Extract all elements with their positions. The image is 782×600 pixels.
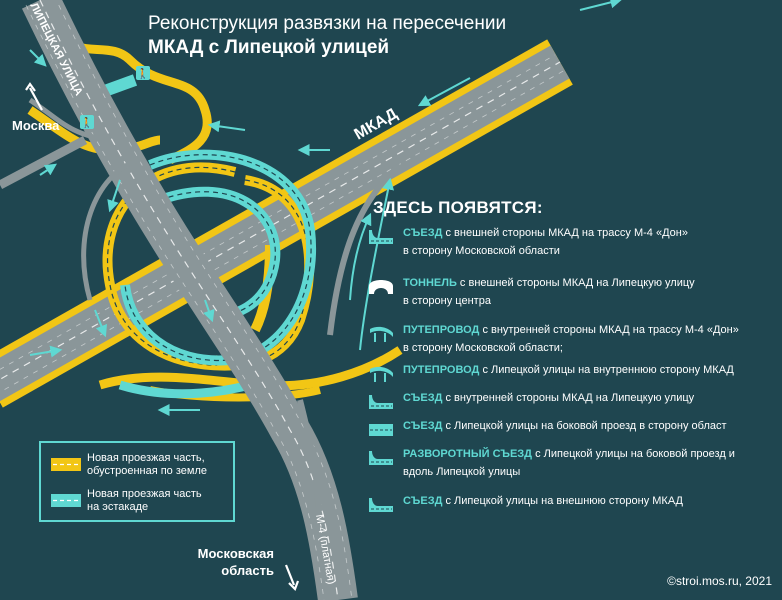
feature-text-2: в сторону Московской области bbox=[403, 245, 560, 257]
feature-keyword: СЪЕЗД bbox=[403, 495, 443, 507]
legend-overpass-line-1: Новая проезжая часть bbox=[87, 488, 202, 500]
section-title: ЗДЕСЬ ПОЯВЯТСЯ: bbox=[373, 198, 543, 217]
svg-text:🚶: 🚶 bbox=[81, 116, 93, 129]
page-title: Реконструкция развязки на пересечении МК… bbox=[148, 12, 506, 60]
title-line-2: МКАД с Липецкой улицей bbox=[148, 37, 390, 58]
feature-text: с Липецкой улицы на боковой проезд и bbox=[532, 448, 735, 460]
feature-text: с внешней стороны МКАД на Липецкую улицу bbox=[456, 277, 695, 289]
ground-ramp-north bbox=[56, 31, 212, 165]
feature-keyword: СЪЕЗД bbox=[403, 420, 443, 432]
feature-text: с внутренней стороны МКАД на трассу М-4 … bbox=[479, 324, 739, 336]
tunnel-icon bbox=[369, 280, 393, 294]
feature-text-2: в сторону центра bbox=[403, 295, 491, 307]
road-icon bbox=[369, 424, 393, 436]
title-line-1: Реконструкция развязки на пересечении bbox=[148, 13, 507, 34]
feature-text: с Липецкой улицы на боковой проезд в сто… bbox=[442, 420, 727, 432]
moscow-region-line-2: область bbox=[221, 563, 274, 578]
feature-text-2: в сторону Московской области; bbox=[403, 342, 563, 354]
ground-road-swatch bbox=[51, 458, 81, 471]
overpass-road-swatch bbox=[51, 494, 81, 507]
svg-text:🚶: 🚶 bbox=[137, 67, 149, 80]
feature-keyword: ПУТЕПРОВОД bbox=[403, 324, 480, 336]
map-legend: Новая проезжая часть,обустроенная по зем… bbox=[39, 441, 235, 522]
exit-ramp-icon bbox=[369, 230, 393, 244]
legend-ground-line-2: обустроенная по земле bbox=[87, 465, 207, 477]
feature-text: с Липецкой улицы на внешнюю сторону МКАД bbox=[442, 495, 683, 507]
moskva-label: Москва bbox=[12, 118, 60, 133]
pedestrian-crossing-icon bbox=[80, 115, 94, 129]
feature-keyword: РАЗВОРОТНЫЙ СЪЕЗД bbox=[403, 448, 533, 460]
legend-overpass-line-2: на эстакаде bbox=[87, 501, 149, 513]
feature-keyword: ПУТЕПРОВОД bbox=[403, 364, 480, 376]
feature-text: с внутренней стороны МКАД на Липецкую ул… bbox=[442, 392, 695, 404]
feature-text: с внешней стороны МКАД на трассу М-4 «До… bbox=[442, 227, 688, 239]
u-turn-ramp-icon bbox=[369, 451, 393, 465]
overpass-icon bbox=[370, 366, 393, 382]
overpass-icon bbox=[370, 326, 393, 342]
legend-ground-line-1: Новая проезжая часть, bbox=[87, 452, 205, 464]
moscow-region-line-1: Московская bbox=[197, 546, 274, 561]
pedestrian-crossing-icon bbox=[136, 66, 150, 80]
copyright: ©stroi.mos.ru, 2021 bbox=[667, 574, 772, 588]
exit-ramp-icon bbox=[369, 395, 393, 409]
moscow-region-label: Московская область bbox=[186, 545, 274, 579]
exit-ramp-icon bbox=[369, 498, 393, 512]
feature-keyword: СЪЕЗД bbox=[403, 392, 443, 404]
feature-keyword: СЪЕЗД bbox=[403, 227, 443, 239]
feature-keyword: ТОННЕЛЬ bbox=[403, 277, 457, 289]
feature-text-2: вдоль Липецкой улицы bbox=[403, 466, 521, 478]
feature-text: с Липецкой улицы на внутреннюю сторону М… bbox=[479, 364, 734, 376]
